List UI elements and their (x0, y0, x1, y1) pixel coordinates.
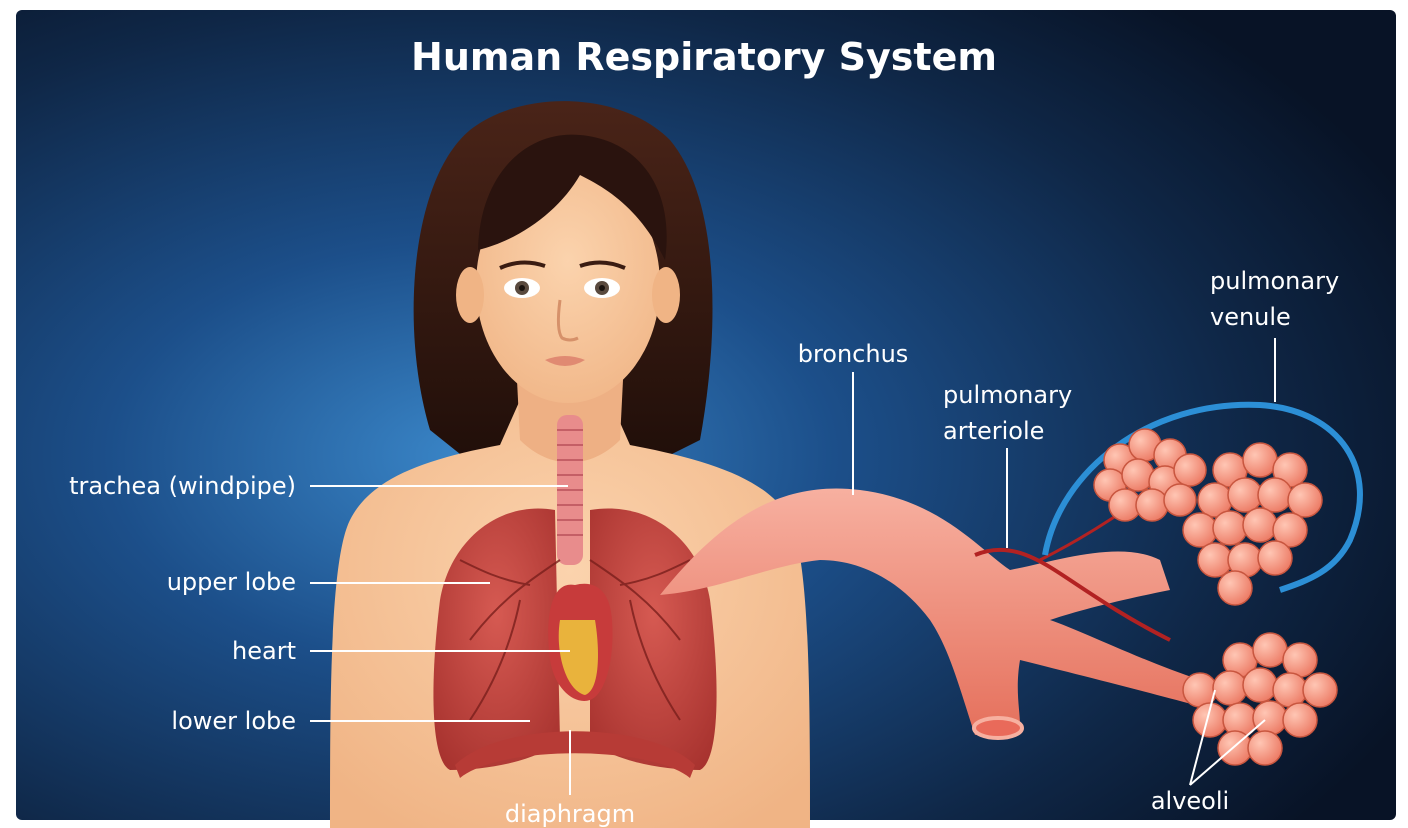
ear-left (456, 267, 484, 323)
label-pulmonary-arteriole-1: pulmonary (943, 377, 1072, 413)
diagram-title: Human Respiratory System (0, 30, 1408, 84)
label-pulmonary-arteriole-2: arteriole (943, 413, 1044, 449)
bronchus-opening (974, 718, 1022, 738)
ear-right (652, 267, 680, 323)
label-trachea: trachea (windpipe) (20, 468, 296, 504)
label-heart: heart (20, 633, 296, 669)
label-pulmonary-venule-1: pulmonary (1210, 263, 1339, 299)
label-pulmonary-venule-2: venule (1210, 299, 1291, 335)
label-diaphragm: diaphragm (470, 796, 670, 828)
label-upper-lobe: upper lobe (20, 564, 296, 600)
label-lower-lobe: lower lobe (20, 703, 296, 739)
label-bronchus: bronchus (773, 336, 933, 372)
label-alveoli: alveoli (1120, 783, 1260, 819)
